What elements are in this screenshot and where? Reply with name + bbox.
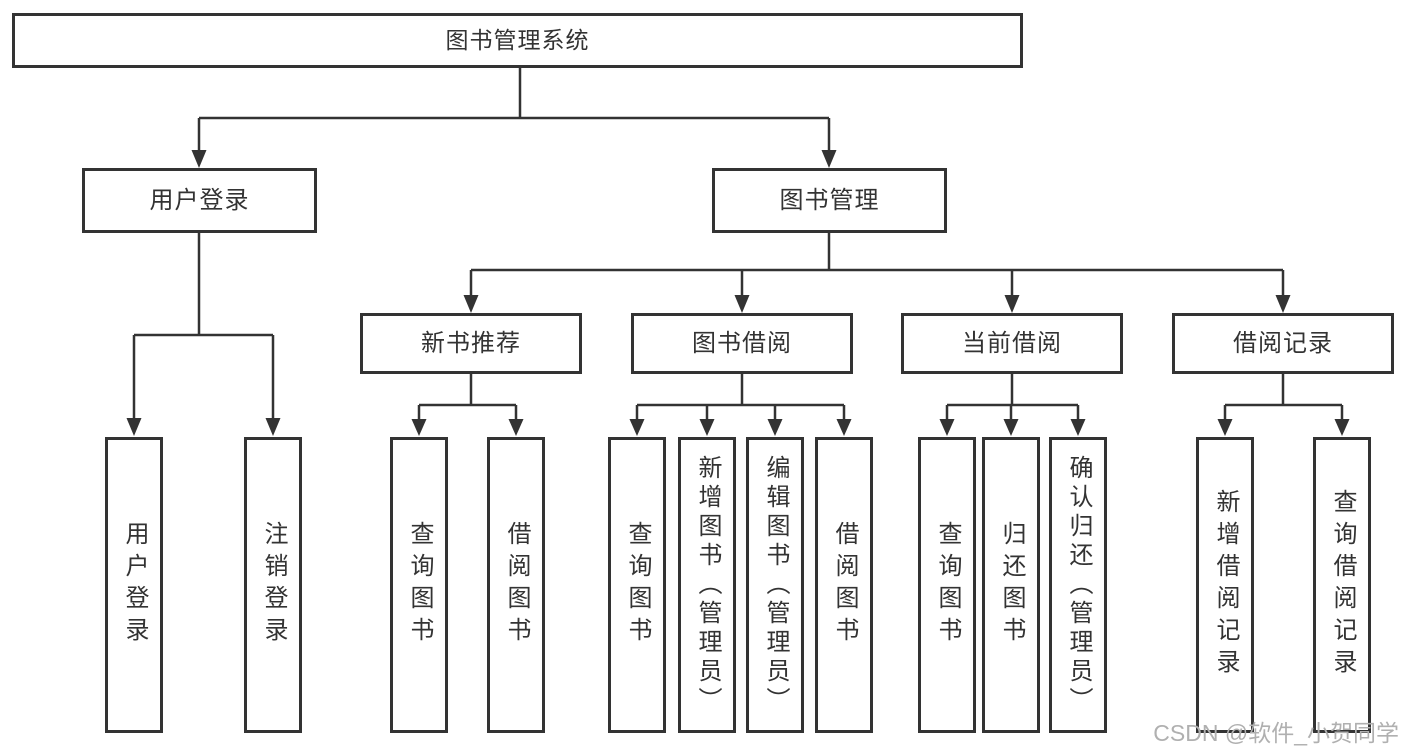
node-root: 图书管理系统 bbox=[12, 13, 1023, 68]
leaf-user-login-label: 用户登录 bbox=[121, 521, 148, 649]
new-book-branch-connector bbox=[411, 374, 524, 436]
node-current-borrowing-label: 当前借阅 bbox=[962, 329, 1062, 357]
leaf-user-login: 用户登录 bbox=[105, 437, 163, 733]
node-root-label: 图书管理系统 bbox=[445, 27, 590, 53]
node-current-borrowing: 当前借阅 bbox=[901, 313, 1123, 374]
leaf-query-books-recommend: 查询图书 bbox=[390, 437, 448, 733]
leaf-query-books-borrowing-label: 查询图书 bbox=[624, 521, 651, 649]
leaf-query-books-current-label: 查询图书 bbox=[934, 521, 961, 649]
borrowing-records-branch-connector bbox=[1217, 374, 1350, 436]
node-book-management-label: 图书管理 bbox=[779, 186, 880, 214]
leaf-add-books-admin: 新增图书（管理员） bbox=[678, 437, 736, 733]
leaf-query-borrow-record: 查询借阅记录 bbox=[1313, 437, 1371, 733]
leaf-return-books: 归还图书 bbox=[982, 437, 1040, 733]
leaf-borrow-books-recommend-label: 借阅图书 bbox=[503, 521, 530, 649]
book-management-branch-connector bbox=[463, 233, 1291, 313]
leaf-edit-books-admin: 编辑图书（管理员） bbox=[746, 437, 804, 733]
leaf-borrow-books-recommend: 借阅图书 bbox=[487, 437, 545, 733]
user-login-branch-connector bbox=[126, 233, 281, 436]
leaf-add-borrow-record-label: 新增借阅记录 bbox=[1212, 489, 1239, 681]
current-borrowing-branch-connector bbox=[939, 374, 1086, 436]
book-borrowing-branch-connector bbox=[629, 374, 852, 436]
leaf-edit-books-admin-label: 编辑图书（管理员） bbox=[762, 454, 789, 716]
leaf-logout-label: 注销登录 bbox=[260, 521, 287, 649]
node-user-login-label: 用户登录 bbox=[149, 186, 250, 214]
node-user-login: 用户登录 bbox=[82, 168, 317, 233]
leaf-query-borrow-record-label: 查询借阅记录 bbox=[1329, 489, 1356, 681]
leaf-query-books-recommend-label: 查询图书 bbox=[406, 521, 433, 649]
leaf-query-books-borrowing: 查询图书 bbox=[608, 437, 666, 733]
leaf-confirm-return-admin: 确认归还（管理员） bbox=[1049, 437, 1107, 733]
leaf-add-books-admin-label: 新增图书（管理员） bbox=[694, 454, 721, 716]
node-borrowing-records-label: 借阅记录 bbox=[1233, 329, 1333, 357]
leaf-return-books-label: 归还图书 bbox=[998, 521, 1025, 649]
node-new-book-recommendation: 新书推荐 bbox=[360, 313, 582, 374]
leaf-confirm-return-admin-label: 确认归还（管理员） bbox=[1065, 454, 1092, 716]
node-book-borrowing-label: 图书借阅 bbox=[692, 329, 792, 357]
node-borrowing-records: 借阅记录 bbox=[1172, 313, 1394, 374]
leaf-logout: 注销登录 bbox=[244, 437, 302, 733]
leaf-query-books-current: 查询图书 bbox=[918, 437, 976, 733]
node-new-book-recommendation-label: 新书推荐 bbox=[421, 329, 521, 357]
leaf-borrow-books: 借阅图书 bbox=[815, 437, 873, 733]
node-book-borrowing: 图书借阅 bbox=[631, 313, 853, 374]
root-branch-connector bbox=[191, 68, 837, 168]
node-book-management: 图书管理 bbox=[712, 168, 947, 233]
leaf-add-borrow-record: 新增借阅记录 bbox=[1196, 437, 1254, 733]
leaf-borrow-books-label: 借阅图书 bbox=[831, 521, 858, 649]
csdn-watermark: CSDN @软件_小贺同学 bbox=[1153, 720, 1399, 746]
